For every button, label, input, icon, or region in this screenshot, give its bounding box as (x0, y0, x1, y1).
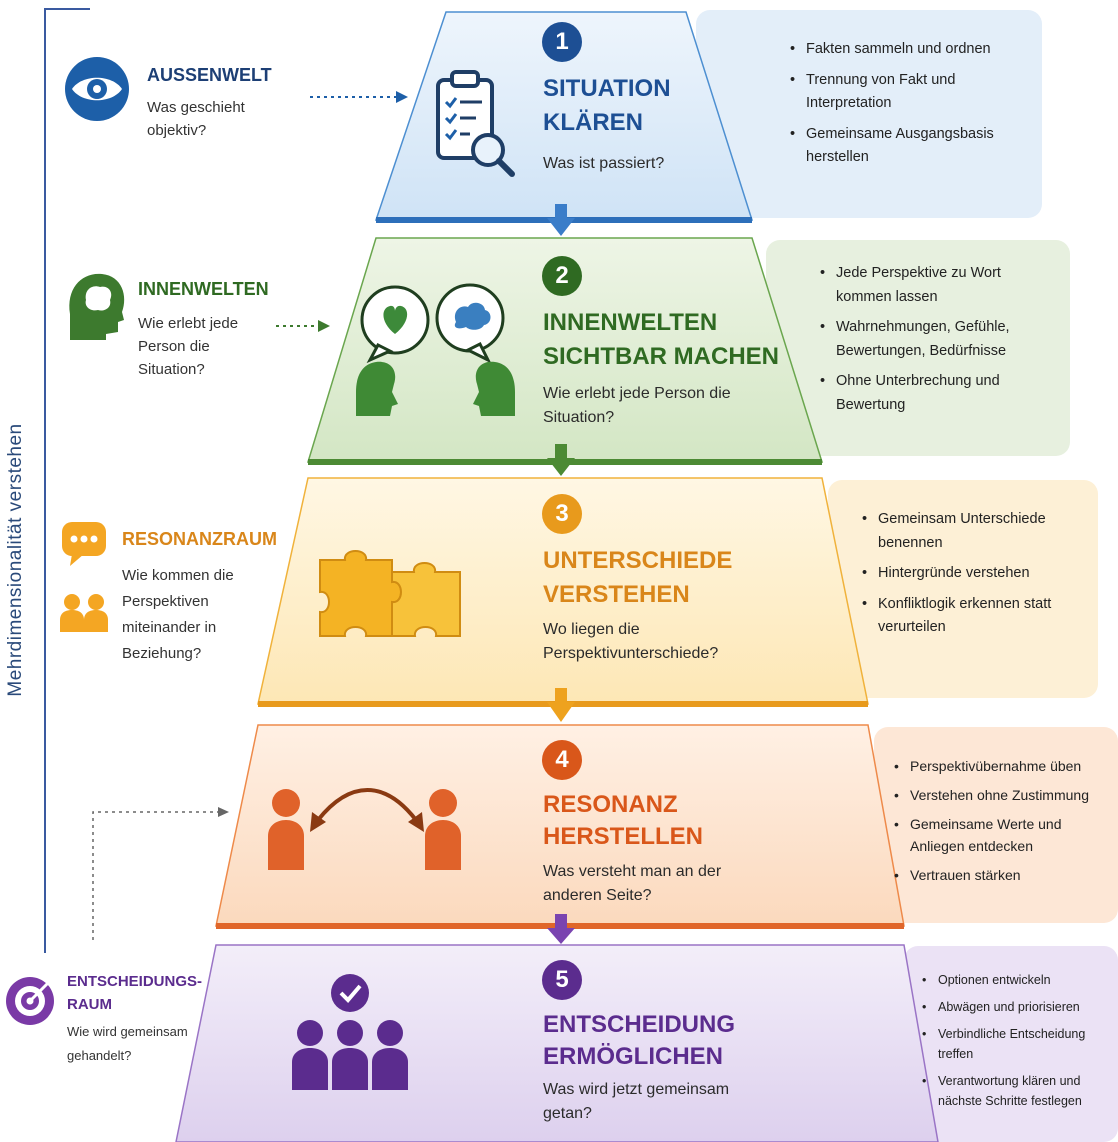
step-5-title-line1: ENTSCHEIDUNG (543, 1011, 736, 1038)
step-2-title-line1: INNENWELTEN (543, 309, 718, 336)
left-heading-aussenwelt: AUSSENWELT (147, 65, 272, 85)
step-3-bullets: Gemeinsam Unterschiede benennen Hintergr… (856, 508, 1086, 647)
arrow-1-2-icon (547, 204, 575, 236)
step-5-bullet: Optionen entwickeln (916, 970, 1112, 990)
step-2-question: Wie erlebt jede Person die Situation? (543, 385, 731, 426)
step-4-bullet: Verstehen ohne Zustimmung (888, 784, 1113, 806)
step-3-title-line1: UNTERSCHIEDE (543, 547, 733, 574)
step-4-number: 4 (542, 740, 582, 780)
step-4-question: Was versteht man an der anderen Seite? (543, 863, 722, 904)
step-5-title-line2: ERMÖGLICHEN (543, 1043, 723, 1070)
step-4-bullet: Gemeinsame Werte und Anliegen entdecken (888, 813, 1113, 857)
side-axis-label: Mehrdimensionalität verstehen (5, 423, 26, 697)
two-people-exchange-icon (268, 788, 461, 870)
connector-aussenwelt (310, 91, 408, 103)
step-3-number: 3 (542, 494, 582, 534)
left-heading-entscheidungsraum: ENTSCHEIDUNGS-RAUM (67, 973, 203, 1013)
step-1-number: 1 (542, 22, 582, 62)
step-1-title-line2: KLÄREN (543, 109, 643, 136)
step-3-bullet: Gemeinsam Unterschiede benennen (856, 508, 1086, 555)
step-5-bullet: Abwägen und priorisieren (916, 997, 1112, 1017)
step-1-bullet: Gemeinsame Ausgangsbasis herstellen (784, 123, 1014, 170)
step-5-bullet: Verbindliche Entscheidung treffen (916, 1024, 1112, 1064)
step-2-title-line2: SICHTBAR MACHEN (543, 343, 779, 370)
arrow-2-3-icon (547, 444, 575, 476)
clipboard-magnifier-icon (436, 70, 515, 177)
connector-feedback-loop (92, 807, 229, 940)
left-text-entscheidungsraum: Wie wird gemeinsam gehandelt? (67, 1024, 188, 1063)
left-heading-resonanzraum: RESONANZRAUM (122, 529, 277, 549)
left-text-aussenwelt: Was geschieht objektiv? (147, 99, 245, 139)
step-1-bullet: Fakten sammeln und ordnen (784, 38, 1014, 62)
arrow-3-4-icon (547, 688, 575, 722)
step-5-bullets: Optionen entwickeln Abwägen und priorisi… (916, 970, 1112, 1118)
step-2-bullet: Jede Perspektive zu Wort kommen lassen (814, 262, 1044, 309)
step-2-number: 2 (542, 256, 582, 296)
left-text-innenwelten: Wie erlebt jede Person die Situation? (138, 315, 239, 378)
left-text-resonanzraum: Wie kommen die Perspektiven miteinander … (122, 567, 234, 662)
side-axis-line (44, 8, 46, 953)
step-4-bullet: Perspektivübernahme üben (888, 755, 1113, 777)
step-3-question: Wo liegen die Perspektivunterschiede? (543, 621, 719, 662)
arrow-4-5-icon (547, 914, 575, 944)
step-2-bullet: Ohne Unterbrechung und Bewertung (814, 370, 1044, 417)
two-heads-bubbles-icon (356, 283, 515, 416)
step-3-bullet: Hintergründe verstehen (856, 562, 1086, 586)
step-1-question: Was ist passiert? (543, 155, 665, 172)
step-1-bullets: Fakten sammeln und ordnen Trennung von F… (784, 38, 1014, 177)
side-axis-tick (44, 8, 90, 10)
puzzle-pieces-icon (319, 550, 461, 637)
connector-innenwelten (276, 320, 330, 332)
step-1-bullet: Trennung von Fakt und Interpretation (784, 69, 1014, 116)
head-icon (69, 273, 125, 340)
left-heading-innenwelten: INNENWELTEN (138, 279, 269, 299)
group-check-icon (292, 974, 408, 1090)
step-3-bullet: Konfliktlogik erkennen statt verurteilen (856, 593, 1086, 640)
step-3-title-line2: VERSTEHEN (543, 581, 690, 608)
chat-people-icon (60, 522, 108, 632)
step-5-bullet: Verantwortung klären und nächste Schritt… (916, 1071, 1112, 1111)
target-icon (6, 976, 54, 1025)
step-4-bullet: Vertrauen stärken (888, 864, 1113, 886)
step-1-title-line1: SITUATION (543, 75, 671, 102)
step-2-bullets: Jede Perspektive zu Wort kommen lassen W… (814, 262, 1044, 424)
step-4-title-line2: HERSTELLEN (543, 823, 704, 850)
step-2-bullet: Wahrnehmungen, Gefühle, Bewertungen, Bed… (814, 316, 1044, 363)
step-4-title-line1: RESONANZ (543, 791, 678, 818)
step-4-bullets: Perspektivübernahme üben Verstehen ohne … (888, 755, 1113, 893)
step-5-number: 5 (542, 960, 582, 1000)
step-5-question: Was wird jetzt gemeinsam getan? (543, 1081, 730, 1122)
eye-icon (65, 57, 129, 121)
